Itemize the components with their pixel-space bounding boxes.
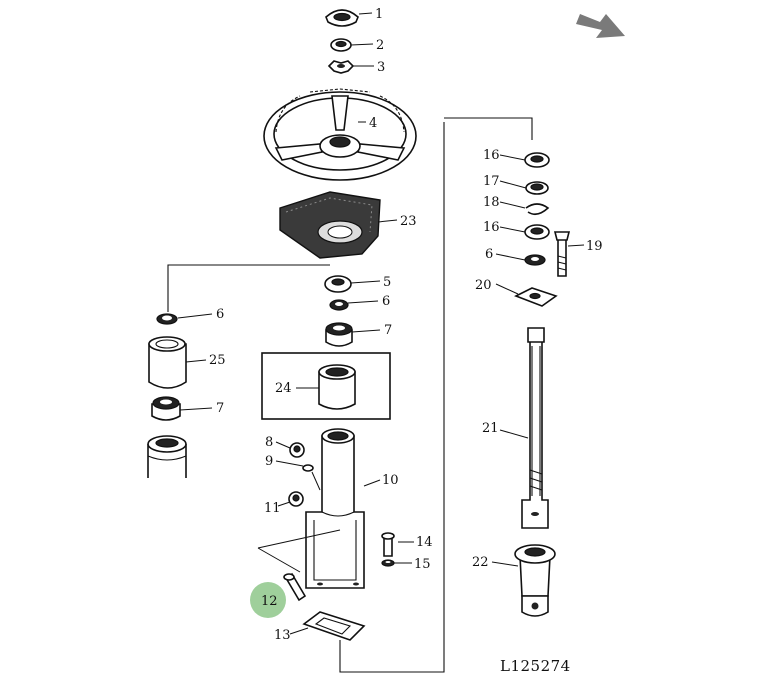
part-2-nut bbox=[330, 38, 352, 52]
callout-8: 8 bbox=[265, 435, 273, 450]
callout-23: 23 bbox=[400, 214, 417, 229]
callout-6-left: 6 bbox=[216, 307, 224, 322]
part-3-lock-washer bbox=[327, 60, 355, 74]
callout-19: 19 bbox=[586, 239, 603, 254]
part-16-lower-bearing bbox=[524, 224, 550, 240]
callout-3: 3 bbox=[377, 60, 385, 75]
part-13-gasket bbox=[302, 611, 366, 641]
part-7-left-nut bbox=[151, 396, 181, 421]
callout-14: 14 bbox=[416, 535, 433, 550]
part-16-upper-bearing bbox=[524, 152, 550, 168]
figure-reference-code: L125274 bbox=[500, 657, 571, 675]
part-6-center-washer bbox=[329, 299, 349, 311]
callout-17: 17 bbox=[483, 174, 500, 189]
part-21-steering-shaft bbox=[521, 327, 549, 529]
part-1-cap bbox=[325, 9, 359, 27]
part-11-nut bbox=[288, 491, 304, 507]
callout-12: 12 bbox=[261, 594, 278, 609]
callout-9: 9 bbox=[265, 454, 273, 469]
part-10-column-housing bbox=[305, 428, 365, 589]
callout-11: 11 bbox=[264, 501, 281, 516]
part-12-bolt bbox=[257, 529, 341, 602]
callout-2: 2 bbox=[376, 38, 384, 53]
part-6-left-washer bbox=[156, 313, 178, 325]
highlight-marker-12 bbox=[250, 582, 286, 618]
part-25-bushing bbox=[148, 336, 187, 389]
part-8-grease-fitting bbox=[289, 442, 305, 458]
callout-1: 1 bbox=[375, 7, 383, 22]
part-19-bolt bbox=[553, 231, 571, 277]
callout-10: 10 bbox=[382, 473, 399, 488]
part-23-dash-plate bbox=[279, 191, 381, 259]
left-lower-tube bbox=[147, 435, 187, 478]
callout-16-upper: 16 bbox=[483, 148, 500, 163]
assembly-bracket-lines bbox=[167, 117, 533, 673]
part-4-steering-wheel bbox=[263, 88, 417, 181]
callout-16-lower: 16 bbox=[483, 220, 500, 235]
callout-25: 25 bbox=[209, 353, 226, 368]
callout-24: 24 bbox=[275, 381, 292, 396]
part-6-right-washer bbox=[524, 254, 546, 266]
part-24-kit-box bbox=[261, 352, 391, 420]
part-22-lower-coupling bbox=[514, 544, 556, 617]
part-9-washer bbox=[302, 464, 321, 491]
leader-lines bbox=[177, 12, 585, 635]
callout-18: 18 bbox=[483, 195, 500, 210]
part-14-bolt bbox=[381, 532, 395, 557]
part-17-ring bbox=[525, 181, 549, 195]
callout-6-center: 6 bbox=[382, 294, 390, 309]
callout-13: 13 bbox=[274, 628, 291, 643]
callout-6-right: 6 bbox=[485, 247, 493, 262]
callout-5: 5 bbox=[383, 275, 391, 290]
part-20-flange bbox=[514, 287, 558, 307]
callout-21: 21 bbox=[482, 421, 499, 436]
part-5-collar bbox=[324, 275, 352, 293]
callout-22: 22 bbox=[472, 555, 489, 570]
direction-arrow-icon bbox=[576, 14, 625, 38]
callout-20: 20 bbox=[475, 278, 492, 293]
callout-labels: 1 2 3 4 23 5 6 7 6 25 7 24 8 9 10 11 12 … bbox=[209, 7, 603, 643]
callout-7-center: 7 bbox=[384, 323, 392, 338]
part-18-snap-ring bbox=[525, 203, 550, 216]
callout-15: 15 bbox=[414, 557, 431, 572]
callout-4: 4 bbox=[369, 116, 377, 131]
part-7-center-nut bbox=[325, 322, 353, 347]
callout-7-left: 7 bbox=[216, 401, 224, 416]
part-15-washer bbox=[381, 559, 395, 567]
